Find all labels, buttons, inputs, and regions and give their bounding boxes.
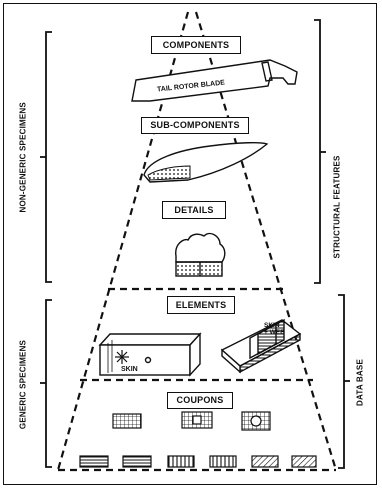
- structural-features-label: STRUCTURAL FEATURES: [332, 155, 342, 259]
- skin-web-drawing: [220, 318, 302, 374]
- skin-panel-drawing: [98, 332, 202, 377]
- tail-rotor-blade-drawing: [131, 59, 298, 102]
- generic-specimens-label: GENERIC SPECIMENS: [18, 339, 28, 430]
- elements-box: ELEMENTS: [167, 296, 235, 314]
- non-generic-specimens-label: NON-GENERIC SPECIMENS: [18, 102, 28, 213]
- details-box: DETAILS: [162, 201, 226, 219]
- coupons-box: COUPONS: [167, 392, 233, 409]
- skin-web-label-line2: + WEB: [264, 329, 285, 337]
- skin-label: SKIN: [121, 366, 138, 373]
- pyramid-outline: [56, 11, 338, 472]
- skin-web-label: SKIN + WEB: [264, 322, 285, 336]
- left-brackets: [40, 31, 52, 468]
- detail-piece-drawing: [175, 232, 226, 277]
- components-box: COMPONENTS: [151, 36, 241, 54]
- data-base-label: DATA BASE: [355, 359, 365, 406]
- airfoil-section-drawing: [143, 141, 269, 183]
- coupon-row-1: [112, 411, 271, 431]
- coupon-row-2: [79, 455, 317, 468]
- right-brackets: [314, 19, 350, 469]
- skin-web-label-line1: SKIN: [264, 322, 280, 329]
- sub-components-box: SUB-COMPONENTS: [141, 117, 249, 134]
